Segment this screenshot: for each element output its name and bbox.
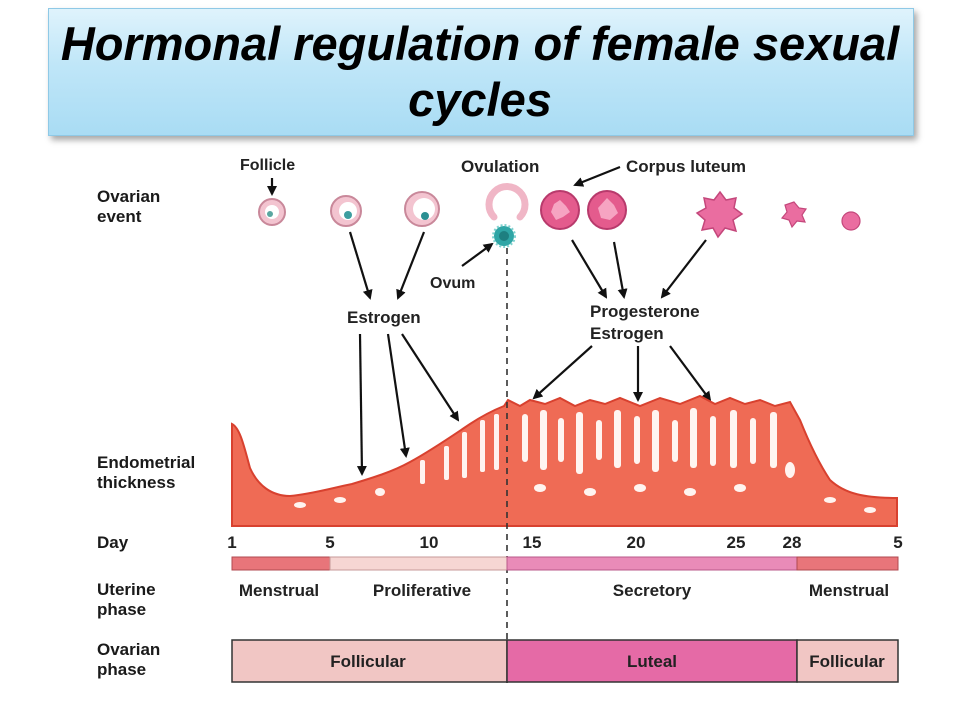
follicular-segment (231, 639, 508, 683)
corpus-luteum-annotation: Corpus luteum (626, 157, 746, 176)
estrogen-to-endometrium-arrow-2 (386, 333, 410, 458)
uterine-phase-label-line2: phase (97, 600, 147, 619)
corpus-albicans-2 (841, 211, 861, 231)
uterine-phase-proliferative: Proliferative (373, 581, 471, 600)
estrogen-to-endometrium-arrow-1 (356, 333, 367, 476)
ovarian-phase-label: Ovarian phase (97, 640, 160, 680)
proliferative-segment (329, 556, 508, 571)
day-tick: 10 (420, 533, 439, 552)
endometrial-thickness-label: Endometrial thickness (97, 453, 195, 493)
follicle-day5 (330, 195, 362, 227)
cl-to-progesterone-arrow-3 (660, 239, 707, 299)
progesterone-to-endometrium-arrow-1 (532, 345, 593, 400)
ovarian-event-label-line1: Ovarian (97, 187, 161, 206)
ovarian-event-label: Ovarian event (97, 187, 160, 227)
ovarian-phase-bar (231, 639, 899, 683)
corpus-albicans-1 (780, 201, 808, 229)
endometrium-layer (231, 394, 898, 527)
ovulation-annotation: Ovulation (461, 157, 539, 176)
progesterone-annotation: Progesterone (590, 302, 700, 321)
page-title: Hormonal regulation of female sexual cyc… (60, 17, 900, 126)
ovarian-phase-label-line1: Ovarian (97, 640, 161, 659)
cl-to-progesterone-arrow-2 (612, 241, 628, 299)
arrows (267, 165, 712, 476)
uterine-phase-label-line1: Uterine (97, 580, 156, 599)
progesterone-to-endometrium-arrow-3 (669, 345, 712, 402)
ovarian-phase-follicular-2: Follicular (809, 652, 885, 671)
follicle-day1 (258, 198, 286, 226)
title-banner (48, 8, 914, 136)
follicular-segment-2 (796, 639, 899, 683)
ovum-cell (492, 224, 516, 248)
day-tick: 15 (523, 533, 542, 552)
uterine-phase-menstrual: Menstrual (239, 581, 319, 600)
ovarian-event-label-line2: event (97, 207, 142, 226)
ruptured-follicle (485, 183, 529, 221)
follicle-annotation: Follicle (240, 157, 295, 174)
day-tick: 5 (325, 533, 334, 552)
day-tick: 20 (627, 533, 646, 552)
menstrual-segment-2 (796, 556, 899, 571)
day-label: Day (97, 533, 129, 552)
day-tick: 1 (227, 533, 236, 552)
day-tick: 5 (893, 533, 902, 552)
day-tick: 25 (727, 533, 746, 552)
corpus-luteum-1 (540, 190, 580, 230)
estrogen-secondary-annotation: Estrogen (590, 324, 664, 343)
endometrial-thickness-label-line2: thickness (97, 473, 176, 492)
luteal-segment (506, 639, 798, 683)
uterine-phase-menstrual-2: Menstrual (809, 581, 889, 600)
ovarian-phase-luteal: Luteal (627, 652, 677, 671)
follicle-to-estrogen-arrow-1 (348, 231, 373, 300)
ovarian-phase-label-line2: phase (97, 660, 147, 679)
uterine-phase-label: Uterine phase (97, 580, 156, 620)
secretory-segment (506, 556, 798, 571)
menstrual-segment (231, 556, 331, 571)
ovarian-phase-follicular: Follicular (330, 652, 406, 671)
corpus-luteum-2 (587, 190, 627, 230)
day-tick: 28 (783, 533, 802, 552)
uterine-phase-secretory: Secretory (613, 581, 692, 600)
cl-to-progesterone-arrow-1 (571, 239, 608, 299)
uterine-phase-bar (231, 556, 899, 571)
follicle-to-estrogen-arrow-2 (396, 231, 426, 300)
follicle-day10 (404, 191, 440, 227)
ovum-arrow (461, 242, 494, 267)
day-axis: 1 5 10 15 20 25 28 5 (227, 533, 902, 552)
estrogen-to-endometrium-arrow-3 (401, 333, 460, 422)
ovum-annotation: Ovum (430, 275, 475, 292)
corpus-luteum-3 (695, 190, 744, 239)
estrogen-annotation: Estrogen (347, 308, 421, 327)
endometrial-thickness-label-line1: Endometrial (97, 453, 196, 472)
corpus-luteum-arrow (573, 165, 621, 187)
